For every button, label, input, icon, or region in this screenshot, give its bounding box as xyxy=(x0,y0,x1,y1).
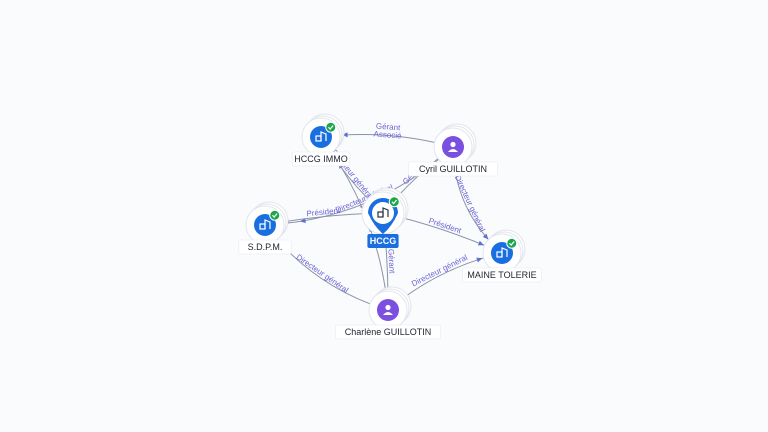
person-icon xyxy=(383,304,393,315)
edge-label: Président xyxy=(427,216,463,236)
node-hccg[interactable]: HCCG xyxy=(361,187,409,248)
nodes: HCCG HCCG IMMO S.D.P.M. MAINE TOLERIE Cyril … xyxy=(238,113,542,340)
node-charlene[interactable]: Charlène GUILLOTIN xyxy=(334,286,441,340)
person-icon xyxy=(448,141,458,152)
node-label: Cyril GUILLOTIN xyxy=(407,161,499,177)
building-icon xyxy=(315,131,327,142)
edge-label: Directeur général xyxy=(410,253,469,289)
edge-label: Directeur général xyxy=(294,252,350,294)
node-sdpm[interactable]: S.D.P.M. xyxy=(238,201,292,255)
verified-check-icon xyxy=(325,121,337,133)
edge-arrow-icon xyxy=(477,240,484,246)
node-label-text: Charlène GUILLOTIN xyxy=(345,327,432,337)
node-label-text: Cyril GUILLOTIN xyxy=(419,164,487,174)
node-label: Charlène GUILLOTIN xyxy=(334,324,441,340)
building-icon xyxy=(496,247,508,258)
edge-arrow-icon xyxy=(476,257,483,263)
node-label: MAINE TOLERIE xyxy=(462,267,542,283)
node-cyril[interactable]: Cyril GUILLOTIN xyxy=(407,123,499,177)
building-icon xyxy=(377,207,389,218)
node-label: HCCG IMMO xyxy=(291,151,351,167)
edge-label: Gérant xyxy=(386,249,396,275)
edge-label: Président xyxy=(306,206,341,218)
building-icon xyxy=(259,219,271,230)
edge-arrow-icon xyxy=(342,132,348,138)
edge-arrow-icon xyxy=(482,233,489,240)
node-hccg-immo[interactable]: HCCG IMMO xyxy=(291,113,351,167)
node-label: S.D.P.M. xyxy=(238,239,292,255)
node-label-text: S.D.P.M. xyxy=(248,242,283,252)
node-label-text: HCCG xyxy=(370,236,397,246)
node-maine-tolerie[interactable]: MAINE TOLERIE xyxy=(462,229,542,283)
node-label: HCCG xyxy=(367,234,399,248)
edge-label: Associé xyxy=(373,129,402,140)
edge-label: Gérant xyxy=(376,122,402,133)
node-label-text: MAINE TOLERIE xyxy=(467,270,536,280)
verified-check-icon xyxy=(506,237,518,249)
verified-check-icon xyxy=(388,196,400,208)
verified-check-icon xyxy=(269,209,281,221)
node-label-text: HCCG IMMO xyxy=(294,154,348,164)
